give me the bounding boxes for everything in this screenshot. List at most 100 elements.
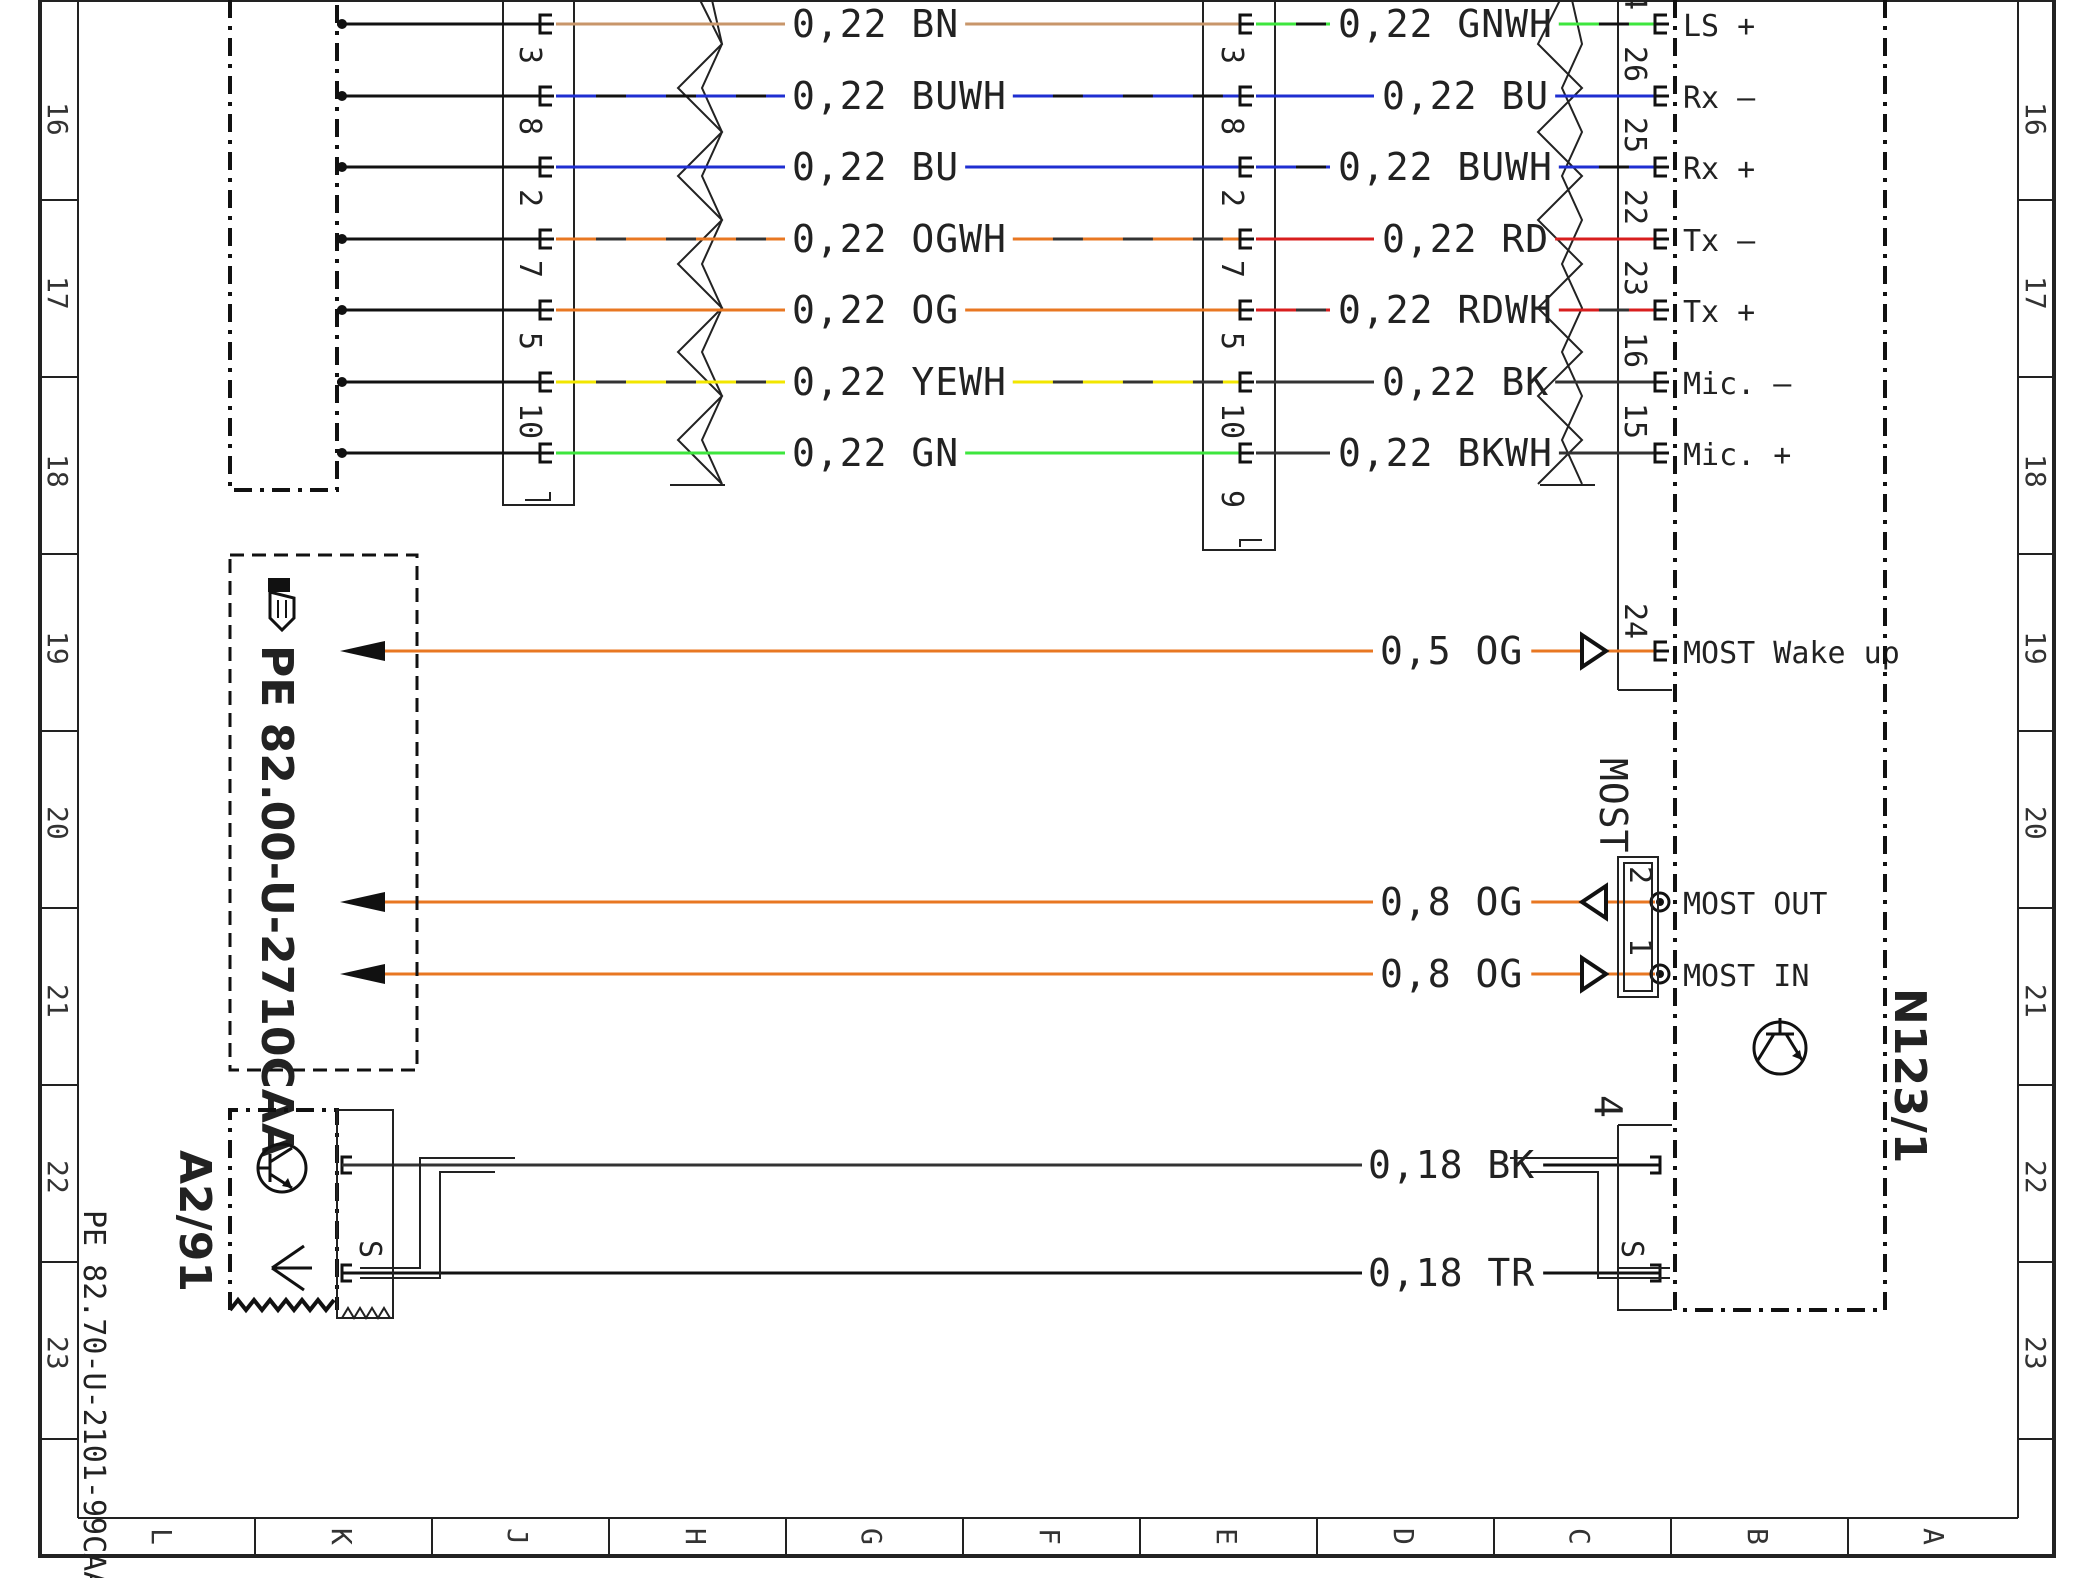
antenna-wire <box>340 1263 1662 1283</box>
connector-pin-j <box>538 156 554 178</box>
connector-pin-e <box>1238 371 1254 393</box>
pin-label-9: 9 <box>1214 490 1249 508</box>
pin-number-e: 7 <box>1214 260 1249 278</box>
pin-number-c: 25 <box>1617 117 1652 153</box>
wire-right-label: 0,22 BUWH <box>1338 145 1553 189</box>
connector-pin-e <box>1238 442 1254 464</box>
most-wire <box>340 954 1671 994</box>
connector-pin-j <box>538 228 554 250</box>
grid-row-label-right: 19 <box>2019 631 2052 665</box>
pin-number-most: 2 <box>1622 866 1657 884</box>
a2-91-module: A2/91 S <box>169 1108 394 1320</box>
connector-pin-c <box>1653 85 1669 107</box>
grid-row-label-left: 21 <box>41 984 74 1018</box>
signal-name: Mic. + <box>1683 438 1791 473</box>
pin-number-j: 8 <box>512 117 547 135</box>
connector-pin-c <box>1653 156 1669 178</box>
page-reference: PE 82.70-U-2101-99CAA <box>76 1210 111 1578</box>
signal-name: Rx + <box>1683 152 1755 187</box>
grid-row-label-left: 22 <box>41 1160 74 1194</box>
connector-housing-c <box>1617 0 1672 691</box>
grid-col-label: J <box>501 1528 534 1545</box>
transistor-icon-n123 <box>1752 1018 1808 1076</box>
signal-name: Mic. – <box>1683 367 1792 402</box>
grid-row-label-left: 17 <box>41 276 74 310</box>
most-signal-name: MOST IN <box>1683 959 1809 994</box>
junction-dot <box>337 234 347 244</box>
grid-row-label-left: 16 <box>41 102 74 136</box>
signal-name: Tx – <box>1683 224 1756 259</box>
pin-number-most: 1 <box>1622 938 1657 956</box>
grid-row-label-right: 23 <box>2019 1336 2052 1370</box>
grid-row-label-right: 17 <box>2019 276 2052 310</box>
grid-col-label: C <box>1563 1528 1596 1545</box>
grid-row-label-right: 21 <box>2019 984 2052 1018</box>
n123-1-module: N123/1 <box>1673 0 1935 1312</box>
wire-left-label: 0,22 BN <box>792 2 959 46</box>
grid-row-label-right: 20 <box>2019 806 2052 840</box>
most-signal-name: MOST OUT <box>1683 887 1828 922</box>
signal-name: Rx – <box>1683 81 1756 116</box>
connector-pin-c <box>1653 228 1669 250</box>
connector-pin-c <box>1653 371 1669 393</box>
n123-1-label: N123/1 <box>1884 988 1935 1163</box>
signal-name: LS + <box>1683 9 1755 44</box>
grid-col-label: G <box>855 1528 888 1545</box>
grid-row-label-left: 19 <box>41 631 74 665</box>
pin-number-c: 23 <box>1617 260 1652 296</box>
wire-left-label: 0,22 GN <box>792 431 959 475</box>
left-module <box>228 0 339 492</box>
wire-left-label: 0,22 BU <box>792 145 959 189</box>
connector-pin-j <box>538 85 554 107</box>
coax-shield-lines <box>360 1124 1672 1311</box>
most-wire-label: 0,8 OG <box>1380 952 1523 996</box>
grid-col-label: E <box>1210 1528 1243 1545</box>
grid-row-label-left: 20 <box>41 806 74 840</box>
junction-dot <box>337 305 347 315</box>
signal-name: Tx + <box>1683 295 1755 330</box>
pin-number-j: 10 <box>512 403 547 439</box>
pin-number-c: 16 <box>1617 332 1652 368</box>
connector-pin-j <box>538 442 554 464</box>
junction-dot <box>337 162 347 172</box>
wire-left-label: 0,22 YEWH <box>792 360 1007 404</box>
shield-label-right: S <box>1614 1240 1649 1258</box>
connector-housing-j <box>502 0 575 506</box>
grid-ticks <box>40 199 2054 1556</box>
pin-number-j: 5 <box>512 332 547 350</box>
reference-box-label: PE 82.00-U-2710CAA <box>251 645 302 1157</box>
wire-right-label: 0,22 RD <box>1382 217 1549 261</box>
connector-pin-j <box>538 13 554 35</box>
twisted-pair-harness-right <box>1536 0 1595 486</box>
grid-col-label: K <box>325 1528 358 1545</box>
most-signal-name: MOST Wake up <box>1683 636 1900 671</box>
connector-pin-e <box>1238 85 1254 107</box>
grid-row-label-left: 18 <box>41 454 74 488</box>
wire-right-label: 0,22 BK <box>1382 360 1549 404</box>
pin-number-most: 24 <box>1617 603 1652 639</box>
junction-dot <box>337 91 347 101</box>
pin-number-e: 3 <box>1214 46 1249 64</box>
frame <box>38 0 2056 1558</box>
antenna-icon <box>271 1244 312 1292</box>
grid-col-label: F <box>1033 1528 1066 1545</box>
pin-number-e: 8 <box>1214 117 1249 135</box>
junction-dot <box>337 448 347 458</box>
pin-number-e: 2 <box>1214 189 1249 207</box>
arrow-in-icon <box>1580 631 1610 671</box>
most-connector-label: MOST <box>1591 758 1635 854</box>
connector-pin-j <box>538 299 554 321</box>
pin-number-c: 15 <box>1617 403 1652 439</box>
arrow-left-icon <box>340 641 385 661</box>
most-wire-label: 0,8 OG <box>1380 880 1523 924</box>
most-connector: MOST <box>1591 758 1659 998</box>
wire-right-label: 0,22 RDWH <box>1338 288 1553 332</box>
connector-pin-most <box>1653 640 1669 662</box>
pin-number-j: 7 <box>512 260 547 278</box>
arrow-left-icon <box>340 964 385 984</box>
arrow-out-icon <box>1578 882 1608 922</box>
antenna-wire <box>340 1155 1662 1175</box>
connector-pin-c <box>1653 299 1669 321</box>
